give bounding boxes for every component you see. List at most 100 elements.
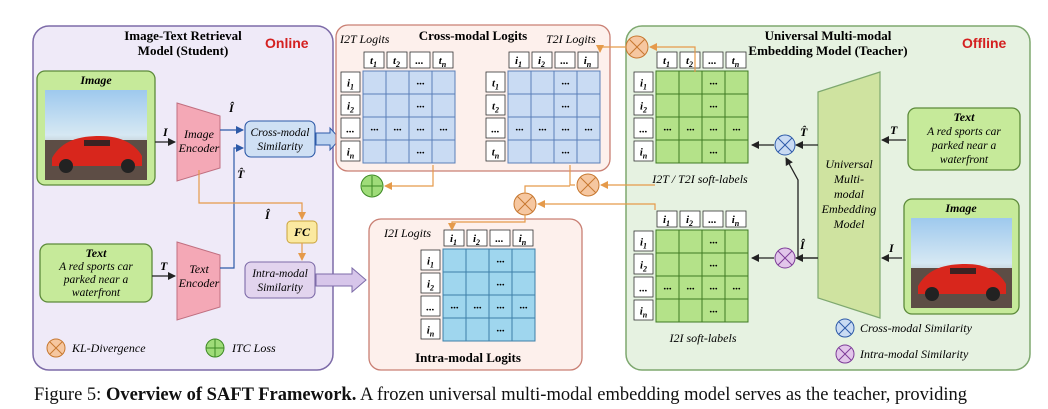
i2i-ellipsis: ... xyxy=(496,323,505,335)
legend-intra-sim-label: Intra-modal Similarity xyxy=(859,347,969,361)
cross-block-arrow xyxy=(315,126,341,152)
i2t-ellipsis: ... xyxy=(439,122,448,134)
i2i-row-label: i1 xyxy=(427,256,434,270)
sym-I-hat-1: Î xyxy=(228,101,235,115)
soft-intra-ellipsis: ... xyxy=(686,281,695,293)
t2i-row-label: tn xyxy=(492,147,500,161)
i2t-ellipsis: ... xyxy=(416,76,425,88)
t2i-ellipsis: ... xyxy=(561,76,570,88)
t2i-row-label: t2 xyxy=(492,101,499,115)
i2i-col-label: i1 xyxy=(450,233,457,247)
teacher-panel: Universal Multi-modal Embedding Model (T… xyxy=(625,25,1031,371)
cross-sim-label-2: Similarity xyxy=(257,141,303,153)
offline-label: Offline xyxy=(962,35,1007,51)
soft-intra-ellipsis: ... xyxy=(709,235,718,247)
t2i-row-header xyxy=(485,94,506,116)
t2i-col-header xyxy=(554,51,576,69)
teacher-cross-sim-op xyxy=(774,134,796,156)
legend-itc: ITC Loss xyxy=(205,338,276,358)
caption-bold: Overview of SAFT Framework. xyxy=(105,385,357,405)
soft-cross-row-header xyxy=(633,71,654,93)
student-caption-3: waterfront xyxy=(72,287,121,299)
soft-cross-row-header xyxy=(633,94,654,116)
legend-intra-sim: Intra-modal Similarity xyxy=(835,344,969,364)
t2i-row-header xyxy=(485,117,506,139)
i2t-col-header xyxy=(409,51,431,69)
i2i-row-header xyxy=(420,318,441,340)
i2t-cell xyxy=(431,70,456,95)
i2i-cell xyxy=(465,317,490,342)
i2t-ellipsis: ... xyxy=(393,122,402,134)
soft-cross-ellipsis: ... xyxy=(709,76,718,88)
teacher-car-photo xyxy=(911,218,1012,308)
sym-T-teacher: T xyxy=(890,123,898,137)
i2i-row-label: in xyxy=(427,325,435,339)
i2i-ellipsis: ... xyxy=(450,300,459,312)
soft-intra-cell xyxy=(655,229,680,254)
cross-logits-title: Cross-modal Logits xyxy=(419,28,527,43)
teacher-title-2: Embedding Model (Teacher) xyxy=(748,43,907,58)
legend-cross-sim-label: Cross-modal Similarity xyxy=(860,321,973,335)
soft-intra-row-header xyxy=(633,253,654,275)
i2t-ellipsis: ... xyxy=(370,122,379,134)
model-label-5: Model xyxy=(833,217,865,231)
t2i-ellipsis: ... xyxy=(584,122,593,134)
cross-sim-label-1: Cross-modal xyxy=(251,127,310,139)
student-title-2: Model (Student) xyxy=(138,43,229,58)
soft-intra-label: I2I soft-labels xyxy=(669,331,737,345)
soft-intra-ellipsis: ... xyxy=(709,304,718,316)
student-panel: Image-Text Retrieval Model (Student) Onl… xyxy=(32,25,334,371)
soft-intra-col-label: i1 xyxy=(663,214,670,228)
t2i-cell xyxy=(576,93,601,118)
soft-cross-cell xyxy=(724,139,749,164)
teacher-title-1: Universal Multi-modal xyxy=(765,28,892,43)
sym-I-hat-2: Î xyxy=(264,208,271,222)
t2i-row-header xyxy=(485,71,506,93)
soft-cross-col-label: t1 xyxy=(663,55,670,69)
soft-intra-ellipsis: ... xyxy=(663,281,672,293)
intra-sim-label-1: Intra-modal xyxy=(251,268,308,280)
t2i-col-header xyxy=(508,51,530,69)
i2t-row-label: ... xyxy=(346,124,354,136)
t2i-ellipsis: ... xyxy=(561,99,570,111)
kl-op-intra xyxy=(513,192,537,216)
i2t-col-header xyxy=(363,51,385,69)
i2i-ellipsis: ... xyxy=(473,300,482,312)
teacher-intra-sim-op xyxy=(774,247,796,269)
i2t-col-label: t1 xyxy=(370,55,377,69)
i2t-cell xyxy=(362,70,387,95)
soft-intra-row-header xyxy=(633,230,654,252)
kl-op-top xyxy=(625,35,649,59)
soft-intra-row-label: in xyxy=(640,306,648,320)
soft-cross-cell xyxy=(678,70,703,95)
i2i-cell xyxy=(465,248,490,273)
t2i-ellipsis: ... xyxy=(561,145,570,157)
soft-cross-col-label: ... xyxy=(708,55,716,67)
sym-T-student: T xyxy=(160,259,168,273)
t2i-col-label: ... xyxy=(560,55,568,67)
i2i-cell xyxy=(511,248,536,273)
soft-cross-cell xyxy=(724,70,749,95)
i2t-row-header xyxy=(340,140,361,162)
i2i-row-header xyxy=(420,272,441,294)
online-label: Online xyxy=(265,35,309,51)
soft-cross-ellipsis: ... xyxy=(709,99,718,111)
i2i-col-header xyxy=(466,229,488,247)
model-label-2: Multi- xyxy=(833,172,864,186)
student-caption-2: parked near a xyxy=(63,274,129,286)
soft-intra-cell xyxy=(655,252,680,277)
i2t-col-header xyxy=(432,51,454,69)
soft-intra-cell xyxy=(678,252,703,277)
soft-cross-ellipsis: ... xyxy=(732,122,741,134)
soft-intra-row-label: ... xyxy=(639,283,647,295)
t2i-cell xyxy=(507,70,532,95)
teacher-image-label: Image xyxy=(944,201,977,215)
sym-T-hat: T̂ xyxy=(237,167,245,181)
text-encoder-label-2: Encoder xyxy=(178,276,220,290)
soft-cross-ellipsis: ... xyxy=(709,145,718,157)
i2i-cell xyxy=(442,317,467,342)
t2i-col-label: i2 xyxy=(538,55,545,69)
i2t-col-label: ... xyxy=(415,55,423,67)
